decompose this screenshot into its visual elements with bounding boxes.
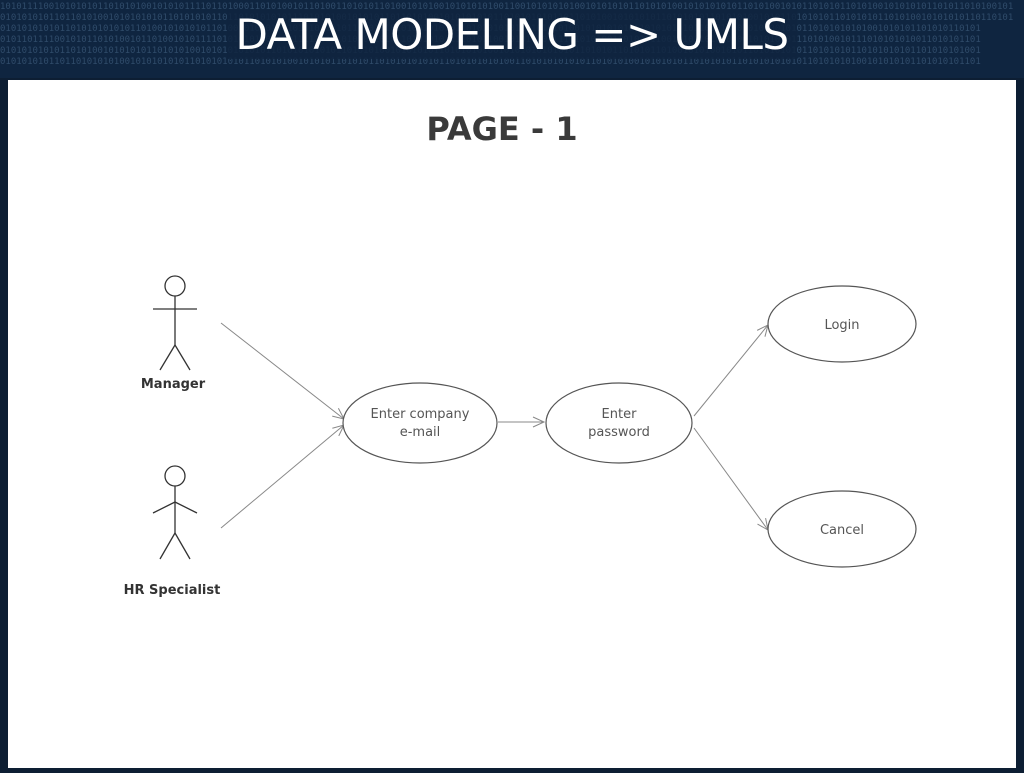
use-case-login <box>767 285 917 363</box>
actor-manager <box>153 275 197 371</box>
actor-left-leg <box>159 532 176 560</box>
actor-right-leg <box>174 532 191 560</box>
use-case-enter-password <box>545 382 693 464</box>
use-case-label-line: Enter <box>602 407 638 422</box>
right-border <box>1016 78 1024 768</box>
association-arrow-manager <box>220 322 345 420</box>
use-case-label-line: Cancel <box>820 523 864 538</box>
left-border <box>0 78 8 768</box>
actor-head <box>164 275 186 297</box>
binary-row: 0101010101101101010101001010101010110101… <box>0 57 981 67</box>
flow-arrow-to-cancel <box>693 427 769 531</box>
diagram-canvas: PAGE - 1 Manager HR Specialist <box>8 80 1016 768</box>
title-banner: 1010111100101010101101010100101010111101… <box>0 0 1024 78</box>
use-case-diagram: PAGE - 1 Manager HR Specialist <box>124 110 917 598</box>
slide-title-wrapper: DATA MODELING => UMLS <box>0 10 1024 59</box>
use-case-label-line: e-mail <box>400 425 441 440</box>
actor-head <box>164 465 186 487</box>
actor-right-leg <box>174 344 191 371</box>
actor-hr-specialist-label: HR Specialist <box>124 583 221 598</box>
use-case-cancel <box>767 490 917 568</box>
actor-hr-specialist <box>152 465 198 560</box>
association-arrow-hr <box>220 424 345 529</box>
flow-arrow-to-login <box>693 324 769 417</box>
binary-row: 1010111100101010101101010100101010111101… <box>0 2 1014 12</box>
actor-left-arm <box>152 501 176 514</box>
actor-left-leg <box>159 344 176 371</box>
slide-title: DATA MODELING => UMLS <box>227 10 797 59</box>
use-case-label-line: password <box>588 425 650 440</box>
use-case-label-line: Login <box>824 318 859 333</box>
use-case-enter-company-email <box>342 382 498 464</box>
use-case-label-line: Enter company <box>371 407 470 422</box>
page-label: PAGE - 1 <box>426 110 577 148</box>
actor-manager-label: Manager <box>141 377 206 392</box>
actor-right-arm <box>174 501 198 514</box>
